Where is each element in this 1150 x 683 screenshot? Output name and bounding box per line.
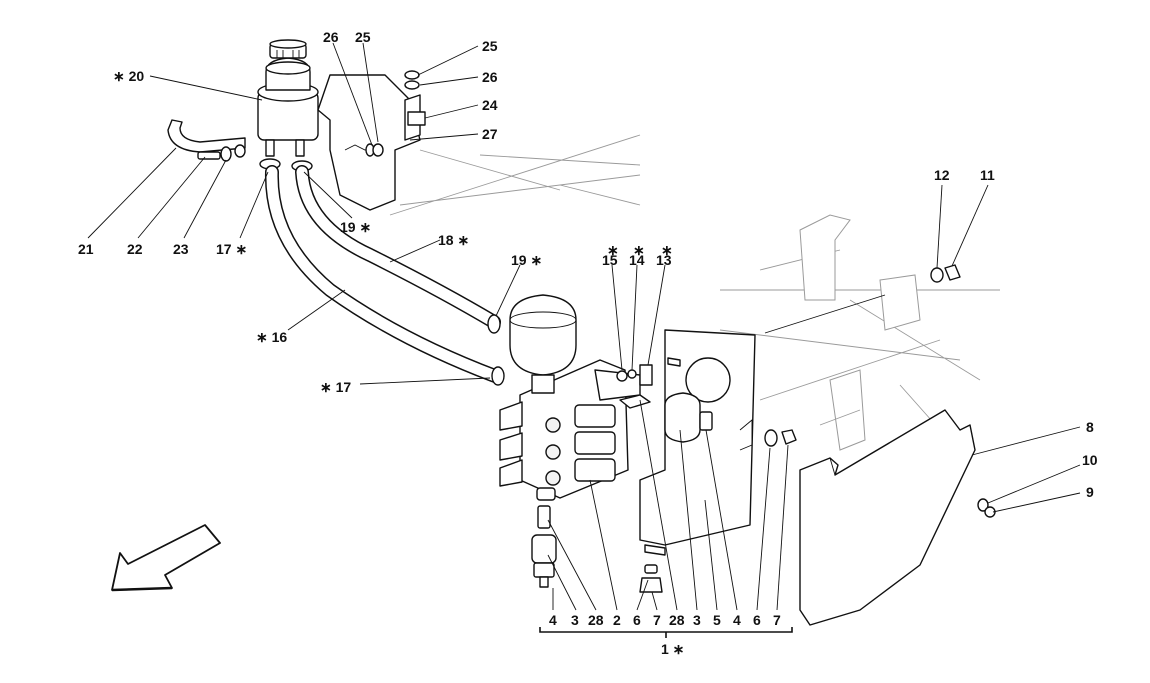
callout-6-right: 6	[753, 612, 761, 628]
lower-fittings	[531, 505, 663, 593]
hoses	[264, 165, 502, 383]
callout-11: 11	[980, 167, 995, 183]
hose-clamps-lower	[487, 314, 505, 386]
callout-19-top: 19 ∗	[340, 219, 371, 235]
clamp-strap	[167, 119, 246, 153]
damper-mount	[619, 392, 713, 443]
callout-star-13: ∗	[661, 242, 673, 258]
callout-25-top: 25	[355, 29, 371, 45]
callout-14: 14	[629, 252, 645, 268]
bracket-fasteners	[616, 357, 681, 386]
callout-26-top: 26	[323, 29, 339, 45]
callout-25-right: 25	[482, 38, 498, 54]
screw-and-washer	[197, 144, 246, 162]
callout-7-right: 7	[773, 612, 781, 628]
washer-and-nut	[764, 429, 797, 447]
callout-3-right: 3	[693, 612, 701, 628]
callout-star-15: ∗	[607, 242, 619, 258]
arrow-down-left-icon	[111, 524, 221, 592]
callout-18: 18 ∗	[438, 232, 469, 248]
callout-3-left: 3	[571, 612, 579, 628]
callout-star-14: ∗	[633, 242, 645, 258]
callout-28-left: 28	[588, 612, 604, 628]
support-plate	[639, 329, 756, 556]
callout-24: 24	[482, 97, 498, 113]
callout-8: 8	[1086, 419, 1094, 435]
callout-16: ∗ 16	[256, 329, 287, 345]
callout-17-mid: ∗ 17	[320, 379, 351, 395]
callout-15: 15	[602, 252, 618, 268]
hydraulic-valve-block	[499, 359, 641, 501]
reservoir-bracket	[317, 74, 421, 211]
cover-fasteners	[365, 70, 996, 518]
callout-1: 1 ∗	[661, 641, 684, 657]
callout-10: 10	[1082, 452, 1098, 468]
callout-20: ∗ 20	[113, 68, 144, 84]
callout-9: 9	[1086, 484, 1094, 500]
vehicle-body-background	[389, 134, 1000, 451]
callout-23: 23	[173, 241, 189, 257]
protective-cover	[799, 409, 976, 626]
callout-13: 13	[656, 252, 672, 268]
callout-28-right: 28	[669, 612, 685, 628]
accumulator	[509, 294, 577, 394]
callout-7-left: 7	[653, 612, 661, 628]
group-bracket	[539, 627, 793, 638]
callout-5: 5	[713, 612, 721, 628]
fluid-reservoir	[257, 39, 319, 157]
callout-26-right: 26	[482, 69, 498, 85]
callout-labels: ∗ 20 26 25 25 26 24 27 21 22 23 17 ∗ 19 …	[78, 29, 1098, 657]
leader-lines	[87, 42, 1081, 611]
callout-21: 21	[78, 241, 94, 257]
callout-27: 27	[482, 126, 498, 142]
callout-22: 22	[127, 241, 143, 257]
callout-17-top: 17 ∗	[216, 241, 247, 257]
callout-19-mid: 19 ∗	[511, 252, 542, 268]
callout-2: 2	[613, 612, 621, 628]
callout-4-right: 4	[733, 612, 741, 628]
callout-12: 12	[934, 167, 950, 183]
callout-4-left: 4	[549, 612, 557, 628]
callout-6-left: 6	[633, 612, 641, 628]
